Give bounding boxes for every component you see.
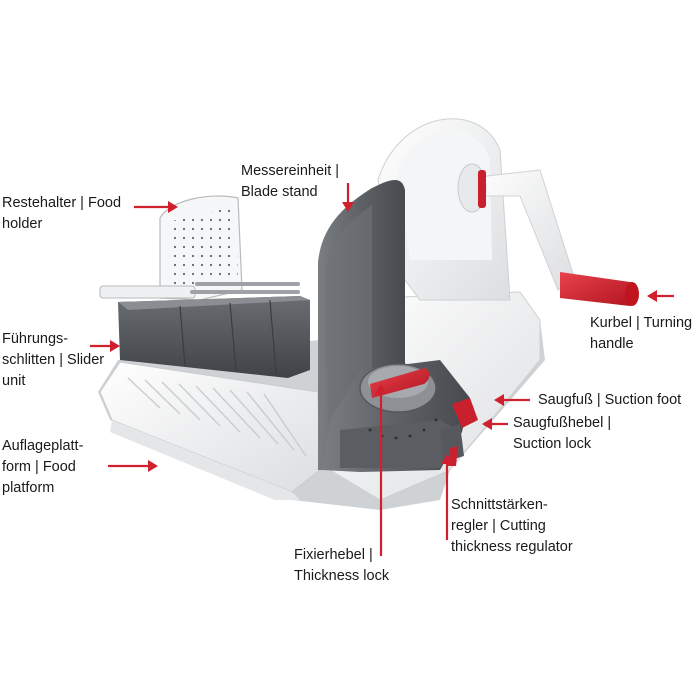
label-cutting-thickness-regulator: Schnittstärken- regler | Cutting thickne… — [451, 495, 573, 558]
label-line: handle — [590, 336, 634, 352]
label-line: regler | Cutting — [451, 518, 546, 534]
label-suction-foot: Saugfuß | Suction foot — [538, 390, 681, 411]
label-line: Saugfuß | Suction foot — [538, 392, 682, 408]
label-line: unit — [2, 373, 26, 389]
label-line: Auflageplatt- — [2, 438, 84, 454]
label-thickness-lock: Fixierhebel | Thickness lock — [294, 545, 389, 587]
label-line: holder — [2, 216, 43, 232]
label-line: Führungs- — [2, 331, 69, 347]
suction-foot — [452, 398, 478, 428]
label-blade-stand: Messereinheit | Blade stand — [241, 161, 339, 203]
label-slider-unit: Führungs- schlitten | Slider unit — [2, 329, 104, 392]
label-line: Schnittstärken- — [451, 497, 548, 513]
label-food-holder: Restehalter | Food holder — [2, 193, 121, 235]
label-line: Saugfußhebel | — [513, 415, 612, 431]
label-food-platform: Auflageplatt- form | Food platform — [2, 436, 83, 499]
slider-unit — [118, 296, 310, 378]
callout-arrows — [90, 183, 674, 556]
suction-lock — [440, 424, 464, 462]
label-line: Blade stand — [241, 184, 318, 200]
slider-rails — [190, 282, 300, 294]
label-line: Messereinheit | — [241, 163, 340, 179]
label-suction-lock: Saugfußhebel | Suction lock — [513, 413, 611, 455]
label-line: Kurbel | Turning — [590, 315, 693, 331]
crank-handle-knob — [560, 272, 638, 306]
label-line: form | Food — [2, 459, 76, 475]
platform-ribs — [127, 377, 307, 457]
label-line: schlitten | Slider — [2, 352, 105, 368]
label-line: platform — [2, 480, 55, 496]
label-line: Thickness lock — [294, 568, 390, 584]
base-front — [110, 420, 300, 500]
label-line: Restehalter | Food — [2, 195, 122, 211]
label-line: thickness regulator — [451, 539, 573, 555]
label-turning-handle: Kurbel | Turning handle — [590, 313, 692, 355]
label-line: Suction lock — [513, 436, 592, 452]
label-line: Fixierhebel | — [294, 547, 373, 563]
